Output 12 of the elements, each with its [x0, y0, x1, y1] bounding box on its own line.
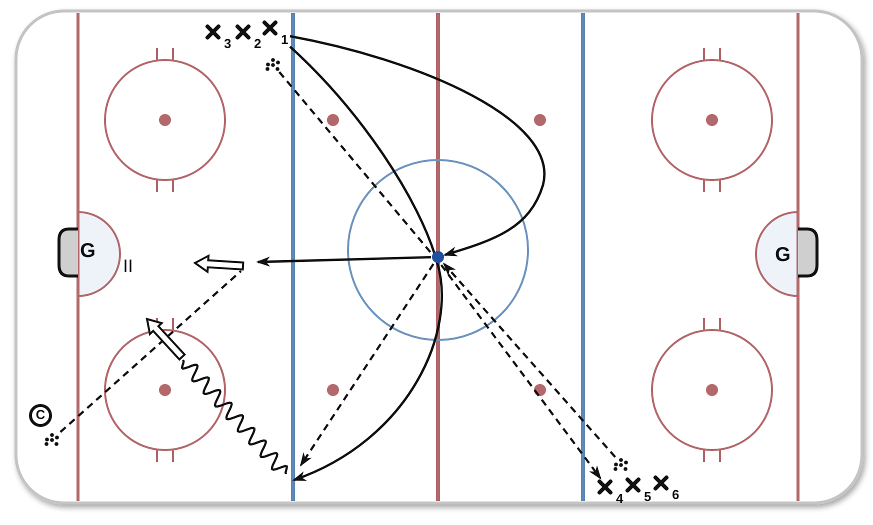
player-number: 1	[281, 32, 288, 47]
double-bar-label: II	[123, 256, 134, 276]
player-number: 2	[254, 36, 262, 51]
puck-pile-icon	[613, 458, 629, 471]
player-number: 5	[644, 489, 652, 504]
goalie-label: G	[775, 244, 791, 266]
puck-pile-icon	[265, 58, 281, 71]
goalie-label: G	[80, 240, 96, 262]
player-number: 3	[224, 36, 232, 51]
player-number: 6	[672, 487, 680, 502]
player-number: 4	[616, 491, 624, 506]
puck-pile-icon	[44, 433, 60, 446]
